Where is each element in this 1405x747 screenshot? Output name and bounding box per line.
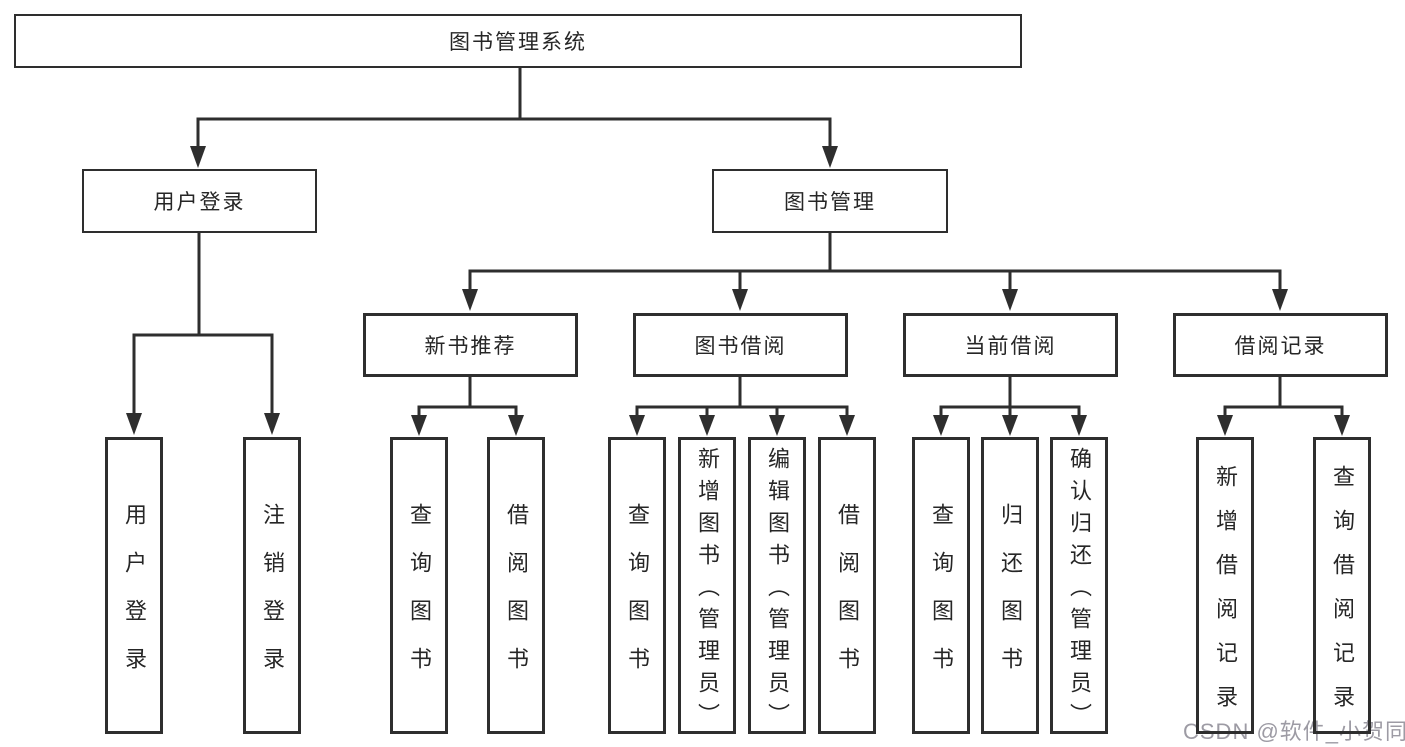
leaf-add-borrow-record: 新增借阅记录 [1196, 437, 1254, 734]
leaf-confirm-return-admin: 确认归还（管理员） [1050, 437, 1108, 735]
leaf-borrow-books-recommend: 借阅图书 [487, 437, 545, 734]
leaf-label: 新增借阅记录 [1213, 464, 1238, 729]
leaf-label: 归还图书 [998, 502, 1023, 695]
leaf-query-borrow-record: 查询借阅记录 [1313, 437, 1371, 734]
node-user-login-branch: 用户登录 [82, 169, 317, 233]
node-root-library-management-system: 图书管理系统 [14, 14, 1022, 68]
node-label: 用户登录 [153, 191, 246, 214]
leaf-label: 新增图书（管理员） [695, 446, 720, 735]
leaf-borrow-books: 借阅图书 [818, 437, 876, 734]
leaf-label: 编辑图书（管理员） [765, 446, 790, 735]
node-current-borrowing: 当前借阅 [903, 313, 1118, 377]
leaf-add-books-admin: 新增图书（管理员） [678, 437, 736, 735]
leaf-logout: 注销登录 [243, 437, 301, 734]
node-book-borrowing: 图书借阅 [633, 313, 848, 377]
leaf-label: 查询图书 [929, 502, 954, 695]
leaf-query-books-current: 查询图书 [912, 437, 970, 734]
node-book-management-branch: 图书管理 [712, 169, 948, 233]
leaf-user-login: 用户登录 [105, 437, 163, 734]
node-label: 图书管理 [784, 191, 876, 214]
leaf-label: 确认归还（管理员） [1067, 446, 1092, 735]
leaf-label: 查询图书 [407, 502, 432, 695]
leaf-label: 借阅图书 [835, 502, 860, 695]
leaf-label: 用户登录 [122, 502, 147, 695]
leaf-return-books: 归还图书 [981, 437, 1039, 734]
leaf-edit-books-admin: 编辑图书（管理员） [748, 437, 806, 735]
node-borrowing-records: 借阅记录 [1173, 313, 1388, 377]
node-label: 图书管理系统 [449, 31, 587, 54]
node-label: 借阅记录 [1234, 335, 1327, 358]
node-label: 图书借阅 [694, 335, 787, 358]
leaf-label: 注销登录 [260, 502, 285, 695]
leaf-label: 查询借阅记录 [1330, 464, 1355, 729]
leaf-query-books-recommend: 查询图书 [390, 437, 448, 734]
leaf-label: 查询图书 [625, 502, 650, 695]
node-label: 新书推荐 [424, 335, 517, 358]
node-label: 当前借阅 [964, 335, 1057, 358]
leaf-query-books-borrowing: 查询图书 [608, 437, 666, 734]
leaf-label: 借阅图书 [504, 502, 529, 695]
node-new-book-recommendation: 新书推荐 [363, 313, 578, 377]
